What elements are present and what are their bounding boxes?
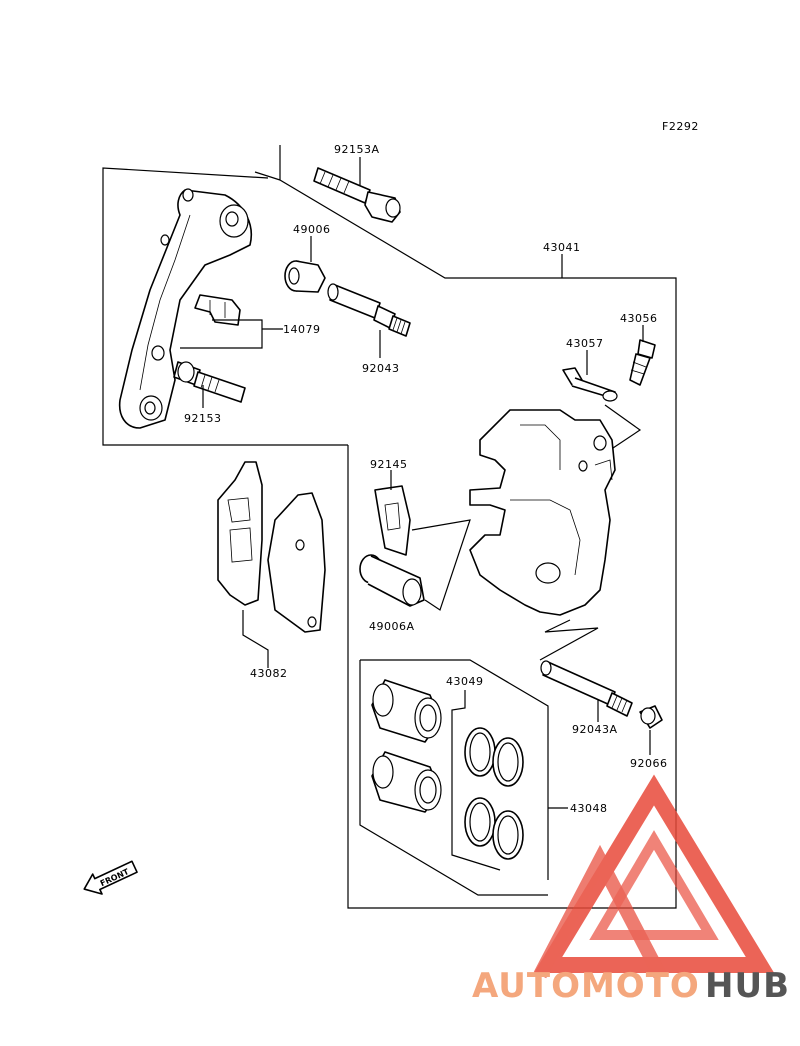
- label-43082: 43082: [250, 667, 288, 680]
- watermark-text-hub: HUB: [705, 966, 790, 1006]
- assembly-outline: [102, 145, 677, 909]
- label-43048: 43048: [570, 802, 608, 815]
- boot-49006A: [359, 554, 425, 607]
- label-92153: 92153: [184, 412, 222, 425]
- seals-43049-43048: [464, 727, 524, 860]
- cap-43057: [562, 367, 618, 402]
- bleeder-43056: [629, 339, 656, 386]
- caliper-body-43041: [469, 409, 616, 616]
- watermark-text-automoto: AUTOMOTO: [472, 966, 700, 1006]
- front-arrow-icon: FRONT: [83, 860, 138, 895]
- label-43049: 43049: [446, 675, 484, 688]
- label-92153A: 92153A: [334, 143, 380, 156]
- brake-pads-43082: [217, 461, 326, 633]
- label-43041: 43041: [543, 241, 581, 254]
- caliper-bracket: [118, 188, 252, 429]
- cap-92066: [639, 705, 663, 729]
- boot-49006: [284, 260, 326, 293]
- bolt-92153: [173, 361, 246, 403]
- label-49006A: 49006A: [369, 620, 415, 633]
- bolt-92153A: [313, 167, 401, 223]
- label-49006: 49006: [293, 223, 331, 236]
- pin-92043: [327, 283, 411, 337]
- pin-92043A: [540, 660, 633, 717]
- watermark-logo: [533, 774, 775, 979]
- label-14079: 14079: [283, 323, 321, 336]
- label-92043: 92043: [362, 362, 400, 375]
- label-92066: 92066: [630, 757, 668, 770]
- pistons: [371, 679, 442, 813]
- label-92145: 92145: [370, 458, 408, 471]
- label-92043A: 92043A: [572, 723, 618, 736]
- label-43056: 43056: [620, 312, 658, 325]
- pad-spring-14079: [194, 294, 241, 326]
- spring-92145: [374, 485, 411, 556]
- figure-code: F2292: [662, 120, 699, 133]
- label-43057: 43057: [566, 337, 604, 350]
